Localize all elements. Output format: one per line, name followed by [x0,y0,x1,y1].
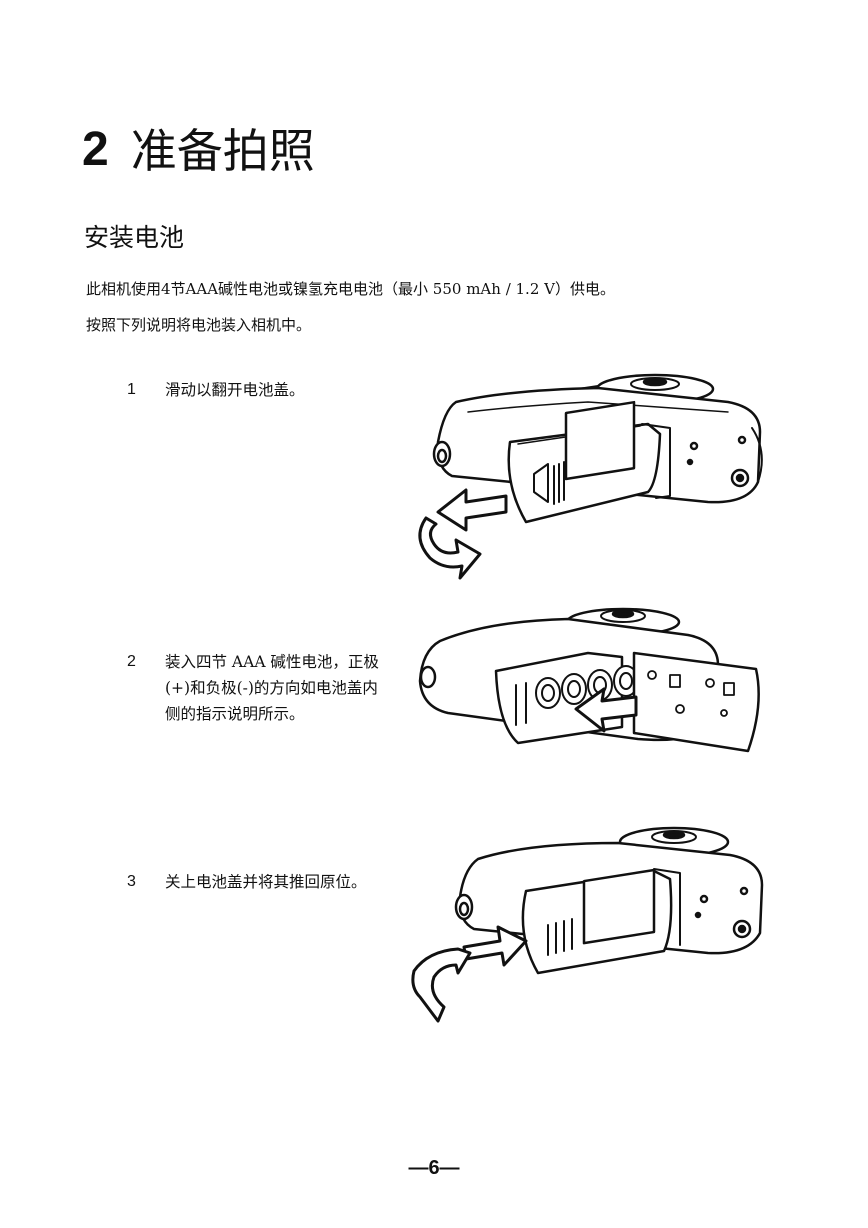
camera-insert-batteries-illustration [418,607,760,753]
page-number: —6— [408,1157,460,1179]
step-1-number: 1 [127,381,136,398]
intro-line-2: 按照下列说明将电池装入相机中。 [86,316,312,334]
step-3-number: 3 [127,873,136,890]
section-title: 安装电池 [84,223,185,252]
step-2-text: 装入四节 AAA 碱性电池，正极(+)和负极(-)的方向如电池盖内侧的指示说明所… [165,653,379,723]
step-1-text: 滑动以翻开电池盖。 [165,381,305,399]
chapter-heading: 2 准备拍照 [82,104,315,178]
intro-line-1: 此相机使用4节AAA碱性电池或镍氢充电电池（最小 550 mAh / 1.2 V… [86,280,615,298]
chapter-title: 准备拍照 [130,124,315,178]
chapter-number: 2 [82,123,109,176]
camera-battery-cover-open-illustration [418,373,763,580]
step-3-text: 关上电池盖并将其推回原位。 [165,873,367,891]
camera-battery-cover-close-illustration [411,826,764,1023]
step-2-number: 2 [127,653,136,670]
